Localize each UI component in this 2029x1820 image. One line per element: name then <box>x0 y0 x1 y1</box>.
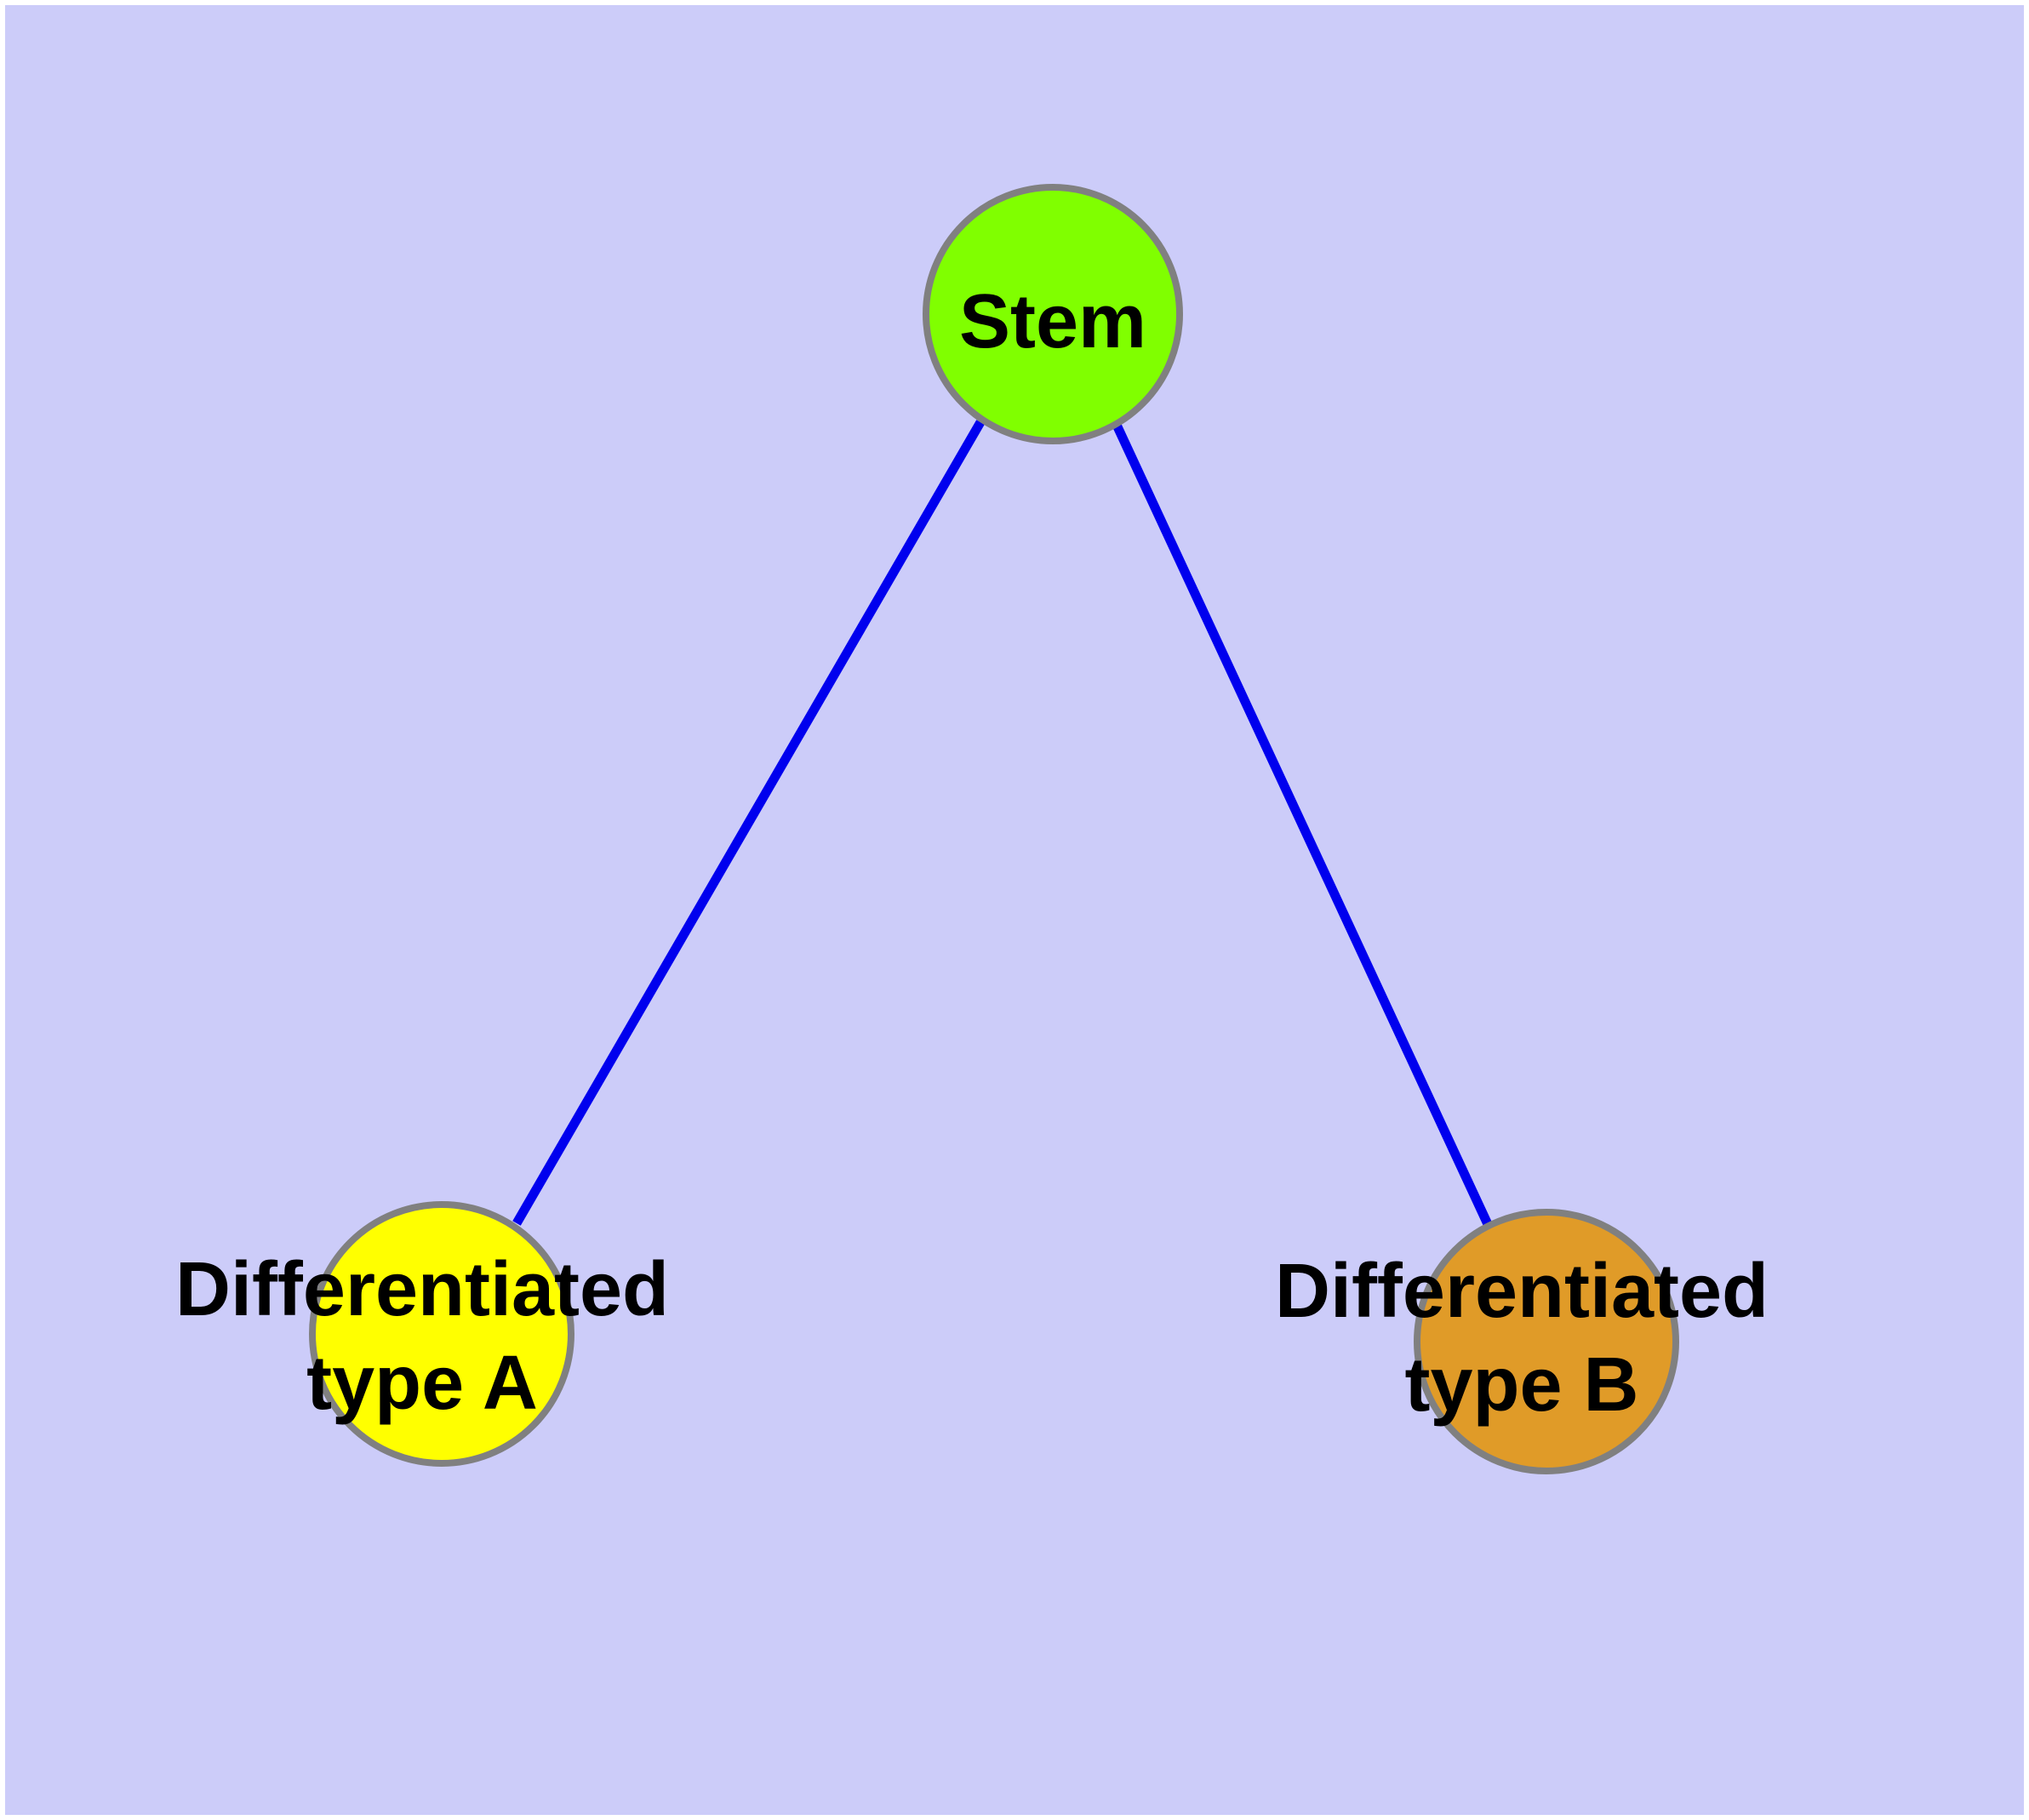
edge-stem-to-differentiated-type-b[interactable] <box>1112 421 1492 1227</box>
node-differentiated-type-a[interactable] <box>309 1201 574 1467</box>
node-label-differentiated-type-b-line2: type B <box>1404 1342 1638 1428</box>
node-group <box>309 184 1679 1474</box>
label-group: Stem Differentiated type A Differentiate… <box>175 279 1769 1428</box>
edge-group <box>512 420 1492 1227</box>
node-label-stem: Stem <box>959 279 1146 364</box>
node-label-differentiated-type-b-line1: Differentiated <box>1275 1249 1769 1334</box>
node-label-differentiated-type-a-line1: Differentiated <box>175 1247 669 1332</box>
node-label-differentiated-type-a-line2: type A <box>306 1341 538 1426</box>
edge-stem-to-differentiated-type-a[interactable] <box>512 420 985 1226</box>
node-differentiated-type-b[interactable] <box>1414 1209 1679 1474</box>
node-stem[interactable] <box>923 184 1183 444</box>
